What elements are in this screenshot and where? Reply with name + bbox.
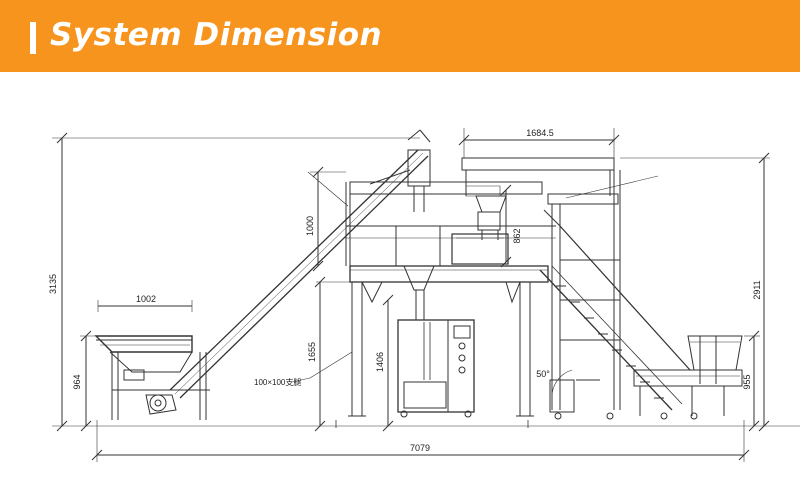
dim-frame-depth: 862: [512, 228, 522, 243]
dim-conveyor-height: 955: [742, 374, 752, 389]
dim-feeder-width: 1002: [136, 294, 156, 304]
column-label: 100×100支腿: [254, 377, 301, 387]
dim-machine-height: 1406: [375, 352, 385, 372]
header-accent-bar: [30, 22, 36, 54]
dim-total-length: 7079: [410, 443, 430, 453]
header-banner: System Dimension: [0, 0, 800, 72]
dim-overall-height: 3135: [48, 274, 58, 294]
dim-hopper-width: 1684.5: [526, 128, 554, 138]
dim-support-height: 1655: [307, 342, 317, 362]
dim-feeder-height: 964: [72, 374, 82, 389]
page-title: System Dimension: [50, 17, 383, 53]
dim-stair-height: 2911: [752, 280, 762, 299]
dim-frame-height: 1000: [305, 216, 315, 236]
dim-stair-angle: 50°: [536, 369, 550, 379]
system-dimension-drawing: 3135 1000 862 1684.5 2911 1002 964 1655 …: [48, 128, 800, 462]
